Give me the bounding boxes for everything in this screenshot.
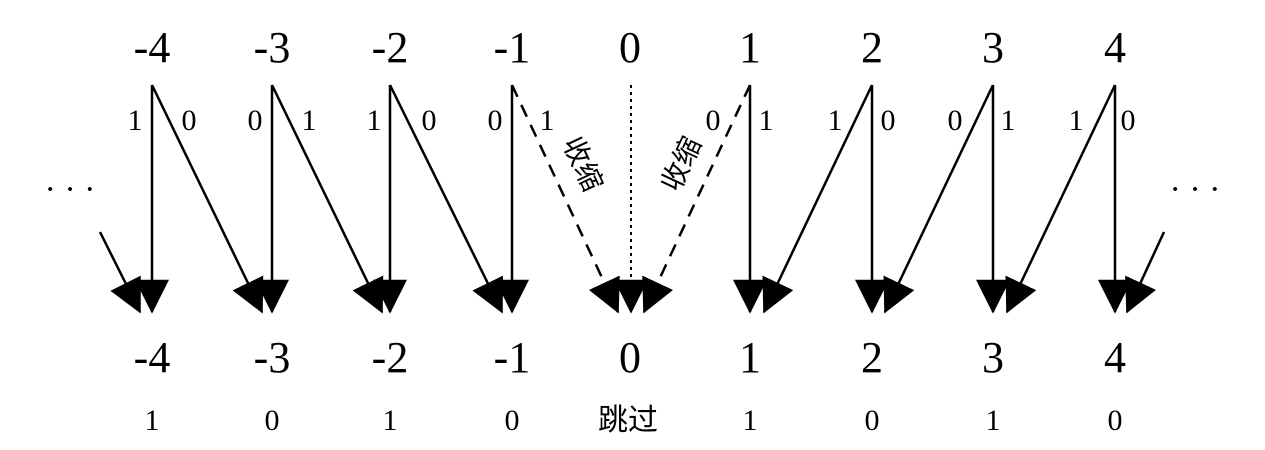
arrow-p2-diag bbox=[762, 84, 874, 314]
bottom-bit-skip: 跳过 bbox=[598, 403, 658, 438]
bottom-bit-p4: 0 bbox=[1108, 404, 1123, 437]
bottom-bit-n4: 1 bbox=[145, 404, 160, 437]
shrink-arrows bbox=[510, 84, 752, 314]
bit-label-n4-right: 0 bbox=[182, 104, 197, 137]
bit-label-p1-right: 1 bbox=[759, 104, 774, 137]
arrow-p3-diag bbox=[883, 84, 995, 314]
ellipsis-right: · · · bbox=[1170, 171, 1221, 208]
arrow-left-edge bbox=[98, 231, 142, 314]
arrow-right-edge bbox=[1125, 231, 1166, 314]
bit-label-n1-right: 1 bbox=[540, 104, 555, 137]
bit-label-n1-left: 0 bbox=[488, 104, 503, 137]
ellipsis-left: · · · bbox=[45, 171, 96, 208]
bottom-bit-p2: 0 bbox=[865, 404, 880, 437]
bit-label-p2-right: 0 bbox=[881, 104, 896, 137]
bit-label-n3-left: 0 bbox=[248, 104, 263, 137]
arrow-bit-labels: 1 0 0 1 1 0 0 1 0 1 1 0 0 1 1 0 bbox=[128, 104, 1136, 137]
bottom-row: -4 -3 -2 -1 0 1 2 3 4 bbox=[134, 333, 1126, 382]
top-index-p2: 2 bbox=[861, 23, 883, 72]
bottom-bit-p3: 1 bbox=[986, 404, 1001, 437]
bottom-bit-n3: 0 bbox=[265, 404, 280, 437]
bottom-index-0: 0 bbox=[619, 333, 641, 382]
bottom-index-p3: 3 bbox=[982, 333, 1004, 382]
bottom-bit-n2: 1 bbox=[383, 404, 398, 437]
bottom-bits: 1 0 1 0 跳过 1 0 1 0 bbox=[145, 403, 1123, 438]
shrink-label-left: 收缩 bbox=[556, 132, 610, 197]
top-index-n4: -4 bbox=[134, 23, 171, 72]
arrow-n2-diag bbox=[388, 84, 504, 314]
arrow-p4-diag bbox=[1005, 84, 1117, 314]
bit-label-p4-right: 0 bbox=[1121, 104, 1136, 137]
bottom-index-p2: 2 bbox=[861, 333, 883, 382]
bottom-bit-p1: 1 bbox=[743, 404, 758, 437]
top-row: -4 -3 -2 -1 0 1 2 3 4 bbox=[134, 23, 1126, 72]
solid-arrows bbox=[98, 84, 1166, 314]
bottom-index-p4: 4 bbox=[1104, 333, 1126, 382]
shrink-label-right: 收缩 bbox=[655, 132, 709, 197]
bit-label-p4-left: 1 bbox=[1069, 104, 1084, 137]
top-index-p3: 3 bbox=[982, 23, 1004, 72]
bit-label-n2-left: 1 bbox=[367, 104, 382, 137]
top-index-p1: 1 bbox=[739, 23, 761, 72]
arrow-n3-diag bbox=[270, 84, 384, 314]
bit-label-p3-left: 0 bbox=[948, 104, 963, 137]
bit-label-n4-left: 1 bbox=[128, 104, 143, 137]
top-index-n3: -3 bbox=[254, 23, 291, 72]
arrow-n1-shrink bbox=[510, 84, 620, 314]
bottom-index-n3: -3 bbox=[254, 333, 291, 382]
bit-label-p3-right: 1 bbox=[1001, 104, 1016, 137]
bit-label-p1-left: 0 bbox=[706, 104, 721, 137]
bottom-index-n4: -4 bbox=[134, 333, 171, 382]
top-index-n2: -2 bbox=[372, 23, 409, 72]
bit-label-p2-left: 1 bbox=[828, 104, 843, 137]
bottom-bit-n1: 0 bbox=[505, 404, 520, 437]
top-index-n1: -1 bbox=[494, 23, 531, 72]
arrow-n4-diag bbox=[150, 84, 264, 314]
bottom-index-n2: -2 bbox=[372, 333, 409, 382]
bottom-index-p1: 1 bbox=[739, 333, 761, 382]
top-index-0: 0 bbox=[619, 23, 641, 72]
top-index-p4: 4 bbox=[1104, 23, 1126, 72]
bit-label-n2-right: 0 bbox=[422, 104, 437, 137]
arrow-p1-shrink bbox=[642, 84, 752, 314]
bit-label-n3-right: 1 bbox=[302, 104, 317, 137]
bottom-index-n1: -1 bbox=[494, 333, 531, 382]
